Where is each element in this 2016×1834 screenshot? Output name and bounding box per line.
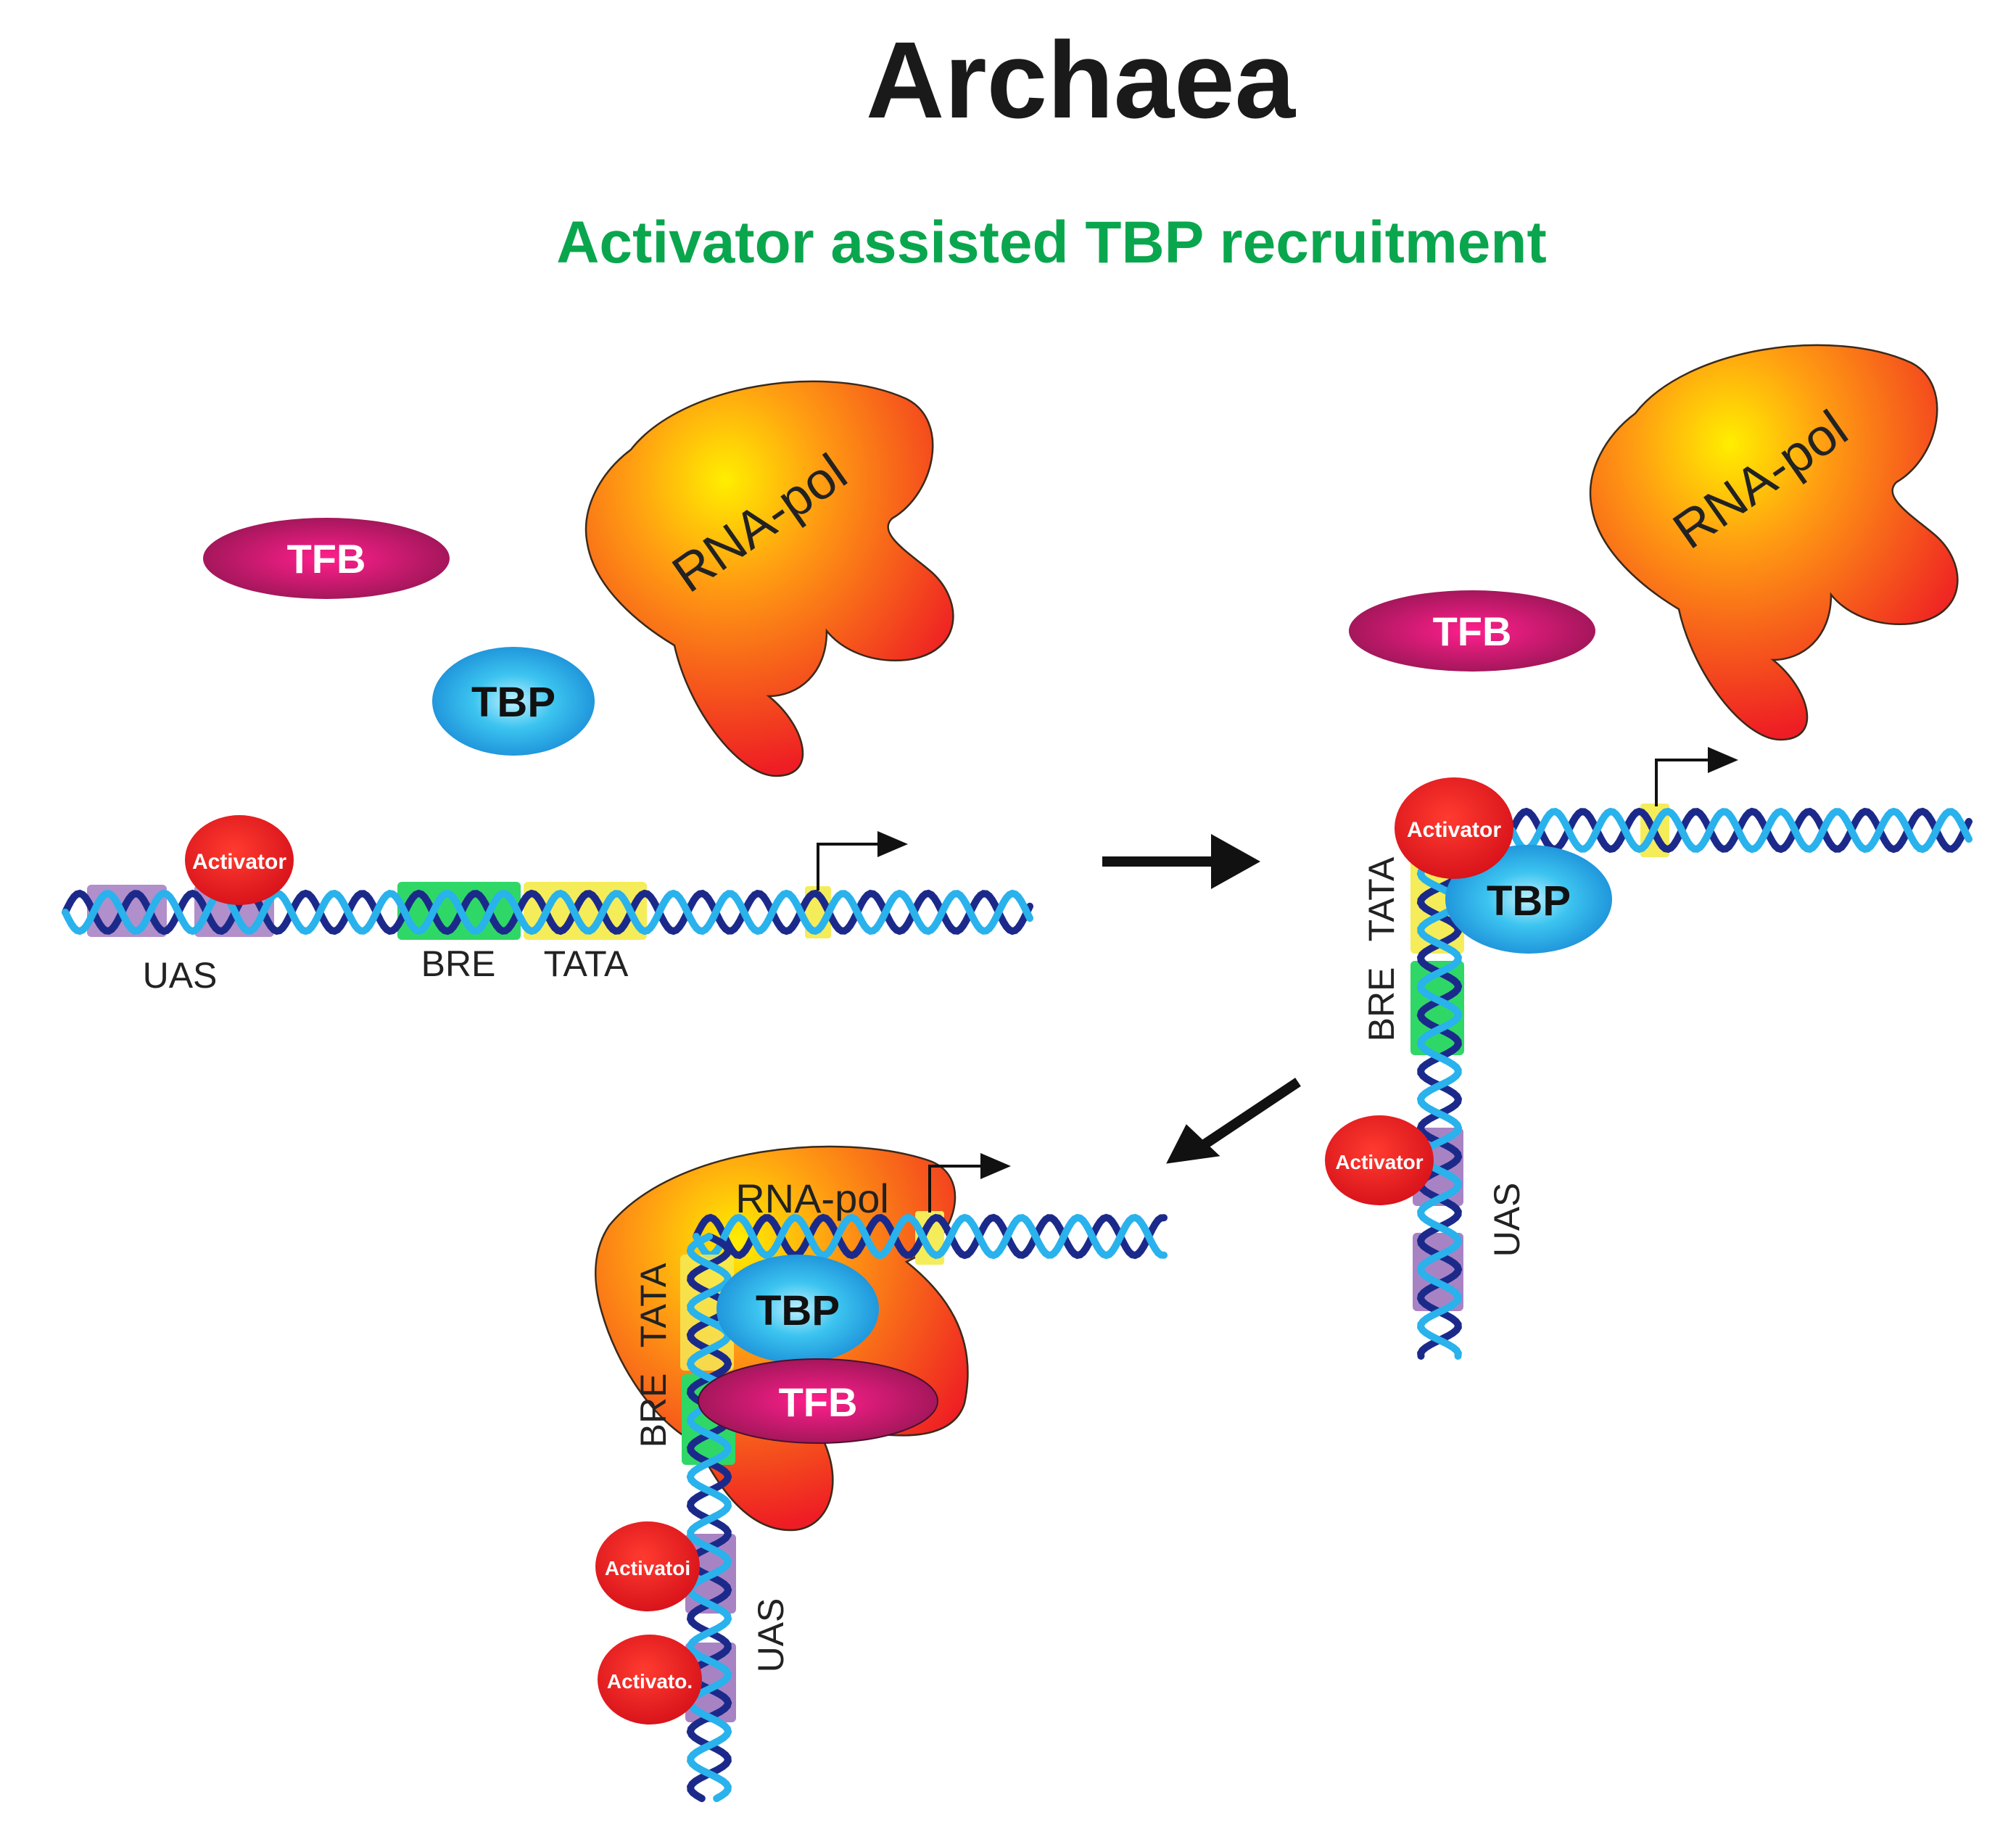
arrowhead: [1211, 834, 1260, 889]
tfb-label: TFB: [287, 536, 366, 582]
dna-strand: [1416, 856, 1463, 1360]
activator: [185, 815, 294, 905]
rna-polymerase: RNA-pol: [584, 380, 954, 777]
transcription-start-arrow: [928, 1165, 997, 1213]
transcription-start-arrow: [817, 843, 896, 891]
start-site-box: [915, 1211, 944, 1265]
tbp-label: TBP: [1487, 877, 1571, 925]
panel-tbp-recruited: TATA BRE UAS TBP Activator Activator TFB…: [1325, 344, 1972, 1360]
activator: [1325, 1115, 1434, 1205]
activator: [1395, 777, 1513, 879]
dna-helix-vertical: [1416, 856, 1463, 1360]
arrowhead: [1708, 747, 1738, 773]
dna-strand: [1508, 807, 1972, 854]
activator-label: Activatoi: [605, 1557, 690, 1579]
page-subtitle: Activator assisted TBP recruitment: [556, 210, 1547, 276]
tbp-protein: [716, 1255, 879, 1363]
dna-helix-horizontal: [693, 1213, 1168, 1260]
bre-label: BRE: [421, 943, 496, 984]
bre-label: BRE: [1361, 967, 1402, 1042]
rnapol-label: RNA-pol: [735, 1176, 889, 1221]
tfb-protein: [203, 518, 450, 599]
tbp-protein: [1445, 845, 1612, 954]
panel-preinitiation-complex: RNA-pol TATA BRE UAS TBP TFB Activatoi A…: [595, 1145, 1168, 1802]
uas-label: UAS: [1487, 1183, 1527, 1257]
activator-label: Activato.: [607, 1670, 693, 1693]
arrowhead: [877, 831, 908, 857]
uas-label: UAS: [751, 1598, 791, 1673]
activator: [595, 1521, 700, 1611]
panel-initial: UAS BRE TATA Activator TFB TBP RNA-pol: [62, 380, 1033, 996]
activator-label: Activator: [1407, 818, 1501, 842]
dna-strand: [693, 1213, 1168, 1260]
tfb-label: TFB: [1433, 608, 1512, 654]
dna-strand: [693, 1213, 1168, 1260]
tata-label: TATA: [544, 943, 629, 984]
tbp-label: TBP: [471, 679, 555, 726]
tata-label: TATA: [1361, 856, 1402, 941]
step-arrow-down-left: [1197, 1078, 1301, 1152]
tbp-label: TBP: [756, 1287, 840, 1334]
dna-strand: [1508, 807, 1972, 854]
dna-helix-horizontal: [1508, 807, 1972, 854]
activator: [598, 1635, 702, 1724]
rna-polymerase: RNA-pol: [1589, 344, 1959, 741]
activator-label: Activator: [1335, 1151, 1423, 1173]
tfb-protein: [698, 1358, 938, 1444]
tata-label: TATA: [633, 1263, 674, 1347]
uas-label: UAS: [143, 955, 218, 996]
transcription-start-arrow: [1655, 759, 1724, 806]
dna-strand: [1416, 856, 1463, 1360]
tfb-label: TFB: [779, 1379, 858, 1425]
bre-label: BRE: [633, 1374, 674, 1448]
tfb-protein: [1349, 590, 1595, 672]
arrowhead: [980, 1153, 1011, 1179]
arrowhead: [1166, 1124, 1220, 1164]
activator-label: Activator: [192, 850, 286, 874]
page-title: Archaea: [866, 19, 1297, 141]
tbp-protein: [432, 647, 595, 756]
